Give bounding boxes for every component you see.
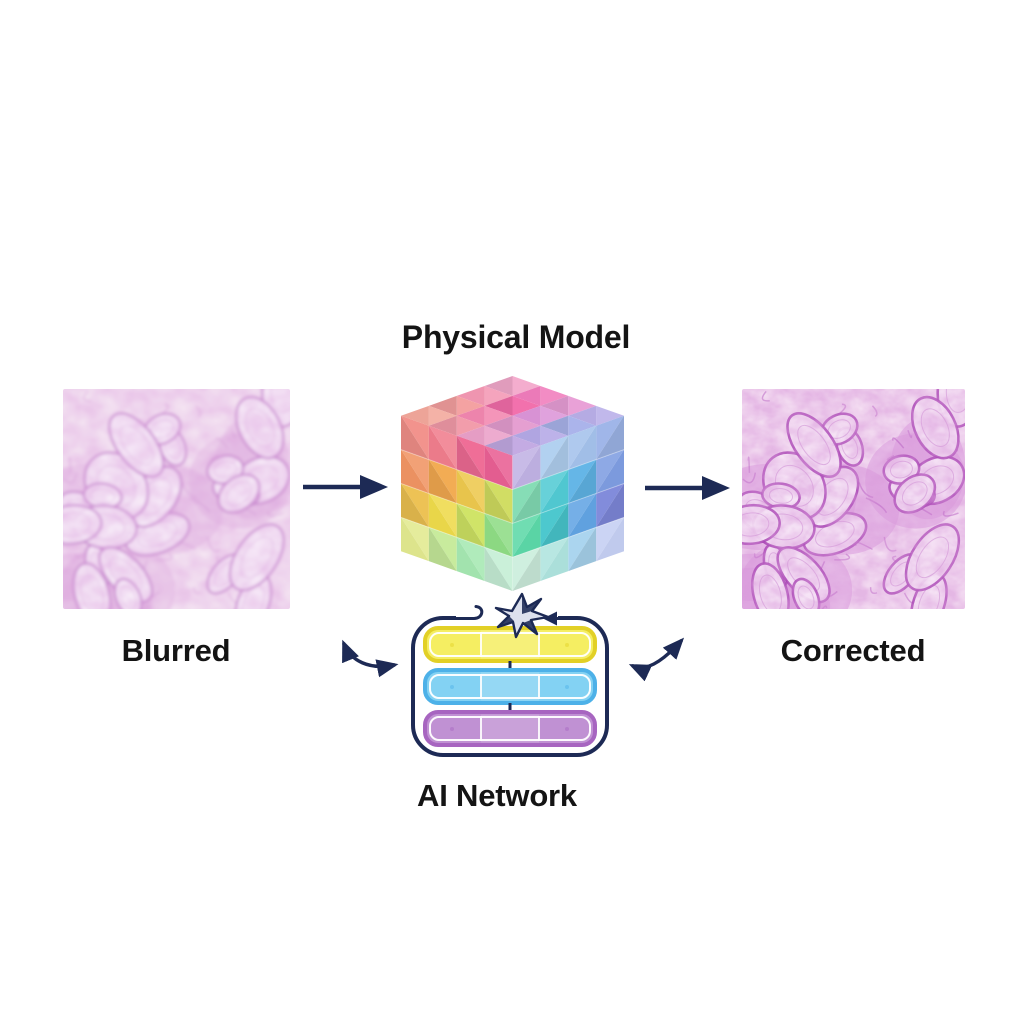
feedback-arrow-left-icon [342, 639, 399, 678]
ai-layer-purple [423, 710, 597, 747]
ai-network-box [411, 592, 609, 757]
physical-model-title: Physical Model [401, 319, 631, 355]
blurred-tissue-image [63, 389, 290, 609]
spark-icon [494, 592, 550, 639]
loop-arrowhead-icon [543, 611, 557, 626]
feedback-arrow-right-icon [628, 637, 685, 682]
physical-model-cube [400, 375, 625, 592]
corrected-tissue-image [742, 389, 965, 609]
arrow-right-icon [303, 475, 388, 499]
ai-layer-blue [423, 668, 597, 705]
ai-network-label: AI Network [417, 778, 577, 813]
blurred-label: Blurred [121, 633, 231, 668]
loop-curl-icon [450, 605, 484, 620]
blurred-image-panel [63, 389, 290, 609]
corrected-image-panel [742, 389, 965, 609]
corrected-label: Corrected [780, 633, 926, 668]
arrow-right-icon [645, 476, 730, 500]
ai-layer-yellow [423, 626, 597, 663]
